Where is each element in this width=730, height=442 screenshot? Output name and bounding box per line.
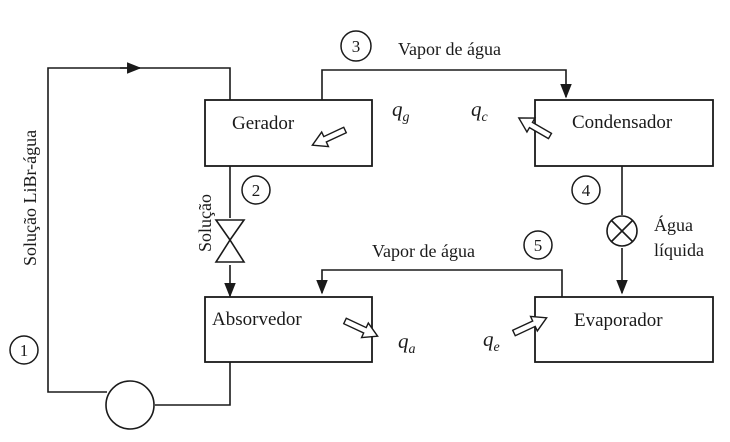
svg-text:5: 5 <box>534 236 543 255</box>
solution-valve-icon <box>216 220 244 262</box>
svg-text:4: 4 <box>582 181 591 200</box>
vapor-label-top: Vapor de água <box>398 39 501 59</box>
vapor-line-mid <box>322 270 562 297</box>
state-point-1: 1 <box>10 336 38 364</box>
state-point-2: 2 <box>242 176 270 204</box>
state-point-3: 3 <box>341 31 371 61</box>
solution-libr-label: Solução LiBr-água <box>20 130 40 266</box>
state-point-5: 5 <box>524 231 552 259</box>
heat-label-qa: qa <box>398 329 416 357</box>
liquid-water-label-1: Água <box>654 214 693 235</box>
heat-label-qc: qc <box>471 97 489 125</box>
condenser-label: Condensador <box>572 112 673 133</box>
svg-text:1: 1 <box>20 341 29 360</box>
heat-label-qg: qg <box>392 97 410 125</box>
evaporator-label: Evaporador <box>574 310 663 331</box>
svg-text:3: 3 <box>352 37 361 56</box>
svg-text:2: 2 <box>252 181 261 200</box>
liquid-water-label-2: líquida <box>654 240 704 260</box>
pump-icon <box>106 381 154 429</box>
absorber-label: Absorvedor <box>212 309 302 330</box>
expansion-valve-icon <box>607 216 637 246</box>
condenser-box <box>535 100 713 166</box>
vapor-label-mid: Vapor de água <box>372 241 475 261</box>
heat-label-qe: qe <box>483 327 500 355</box>
state-point-4: 4 <box>572 176 600 204</box>
absorber-to-pump-line <box>155 362 230 405</box>
solution-label: Solução <box>195 194 215 252</box>
vapor-line-top <box>322 70 566 100</box>
generator-label: Gerador <box>232 113 295 134</box>
